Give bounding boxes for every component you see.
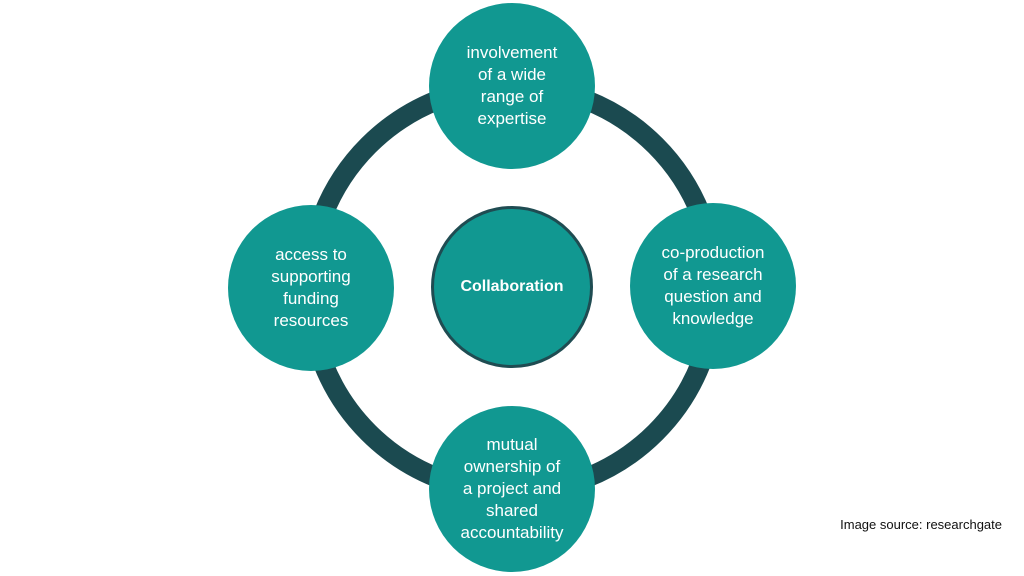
node-mutual-ownership: mutual ownership of a project and shared… (429, 406, 595, 572)
image-source-note: Image source: researchgate (840, 517, 1002, 532)
node-collaboration: Collaboration (431, 206, 593, 368)
node-co-production-label: co-production of a research question and… (661, 243, 765, 328)
node-expertise-label: involvement of a wide range of expertise (466, 43, 558, 128)
node-expertise: involvement of a wide range of expertise (429, 3, 595, 169)
node-funding-resources: access to supporting funding resources (228, 205, 394, 371)
node-collaboration-label: Collaboration (460, 278, 564, 295)
node-funding-resources-label: access to supporting funding resources (271, 245, 351, 330)
node-co-production: co-production of a research question and… (630, 203, 796, 369)
node-mutual-ownership-label: mutual ownership of a project and shared… (460, 435, 564, 542)
